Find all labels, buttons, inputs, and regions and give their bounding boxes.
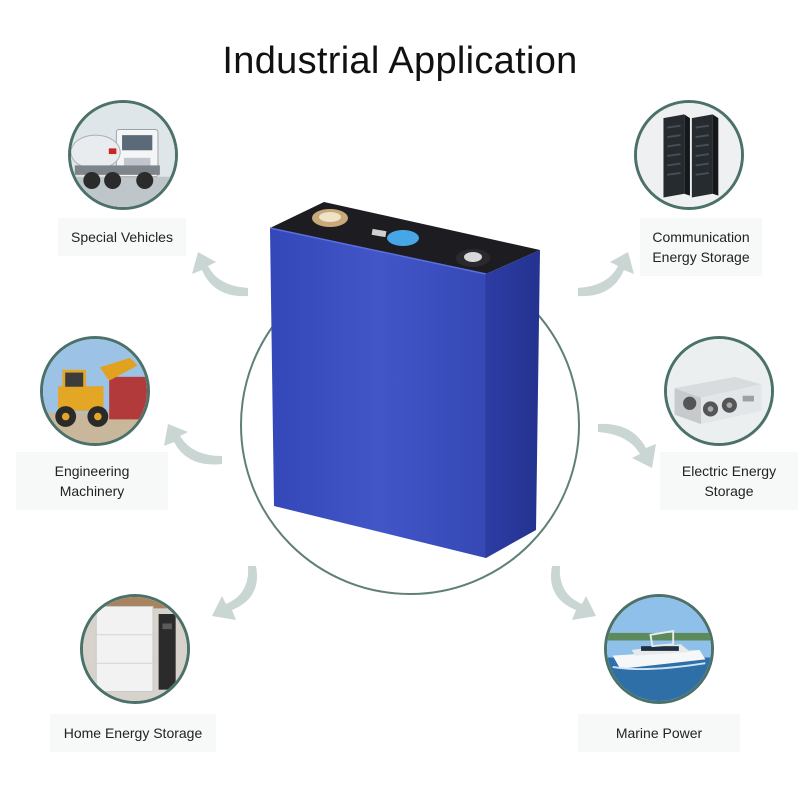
label-text-line2: Machinery (59, 483, 125, 499)
label-text: Home Energy Storage (63, 725, 203, 741)
electric-energy-storage-image (664, 336, 774, 446)
label-marine-power: Marine Power (578, 714, 740, 752)
curved-arrow-icon (598, 423, 656, 468)
label-special-vehicles: Special Vehicles (58, 218, 186, 256)
label-engineering-machinery: Engineering Machinery (16, 452, 168, 510)
label-text-line1: Communication (652, 229, 750, 245)
label-text: Marine Power (615, 725, 703, 741)
curved-arrow-icon (578, 252, 634, 297)
home-energy-storage-image (80, 594, 190, 704)
label-text: Special Vehicles (71, 229, 173, 245)
page-title: Industrial Application (222, 40, 578, 82)
special-vehicles-image (68, 100, 178, 210)
curved-arrow-icon (212, 566, 257, 620)
label-text-line2: Energy Storage (652, 249, 750, 265)
label-text-line1: Engineering (54, 463, 130, 479)
curved-arrow-icon (164, 424, 222, 465)
communication-energy-storage-image (634, 100, 744, 210)
engineering-machinery-image (40, 336, 150, 446)
label-text-line2: Storage (704, 483, 754, 499)
label-electric-energy-storage: Electric Energy Storage (660, 452, 798, 510)
lifepo4-battery-cell-image (269, 202, 540, 558)
curved-arrow-icon (551, 566, 596, 620)
marine-power-image (604, 594, 714, 704)
label-text-line1: Electric Energy (681, 463, 777, 479)
label-communication-energy-storage: Communication Energy Storage (640, 218, 762, 276)
label-home-energy-storage: Home Energy Storage (50, 714, 216, 752)
curved-arrow-icon (192, 252, 248, 297)
